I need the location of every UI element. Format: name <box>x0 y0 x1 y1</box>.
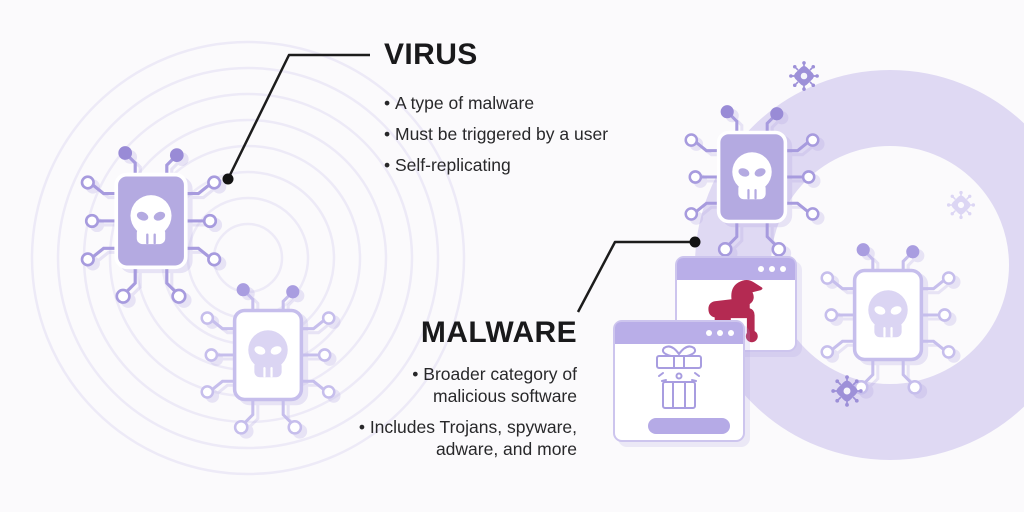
window-titlebar <box>677 258 795 280</box>
malware-section: MALWARE Broader category of malicious so… <box>327 318 577 470</box>
browser-window-gift <box>613 320 745 442</box>
virus-section: VIRUS A type of malware Must be triggere… <box>384 40 664 181</box>
gift-window-button[interactable] <box>648 418 730 434</box>
window-control-dot <box>728 330 734 336</box>
gift-box-icon <box>656 345 702 409</box>
window-control-dot <box>706 330 712 336</box>
window-control-dot <box>780 266 786 272</box>
virus-bullet: Self-replicating <box>384 150 664 181</box>
callout-point-dot <box>689 236 701 248</box>
window-titlebar <box>615 322 743 344</box>
window-control-dot <box>717 330 723 336</box>
malware-bullet: Broader category of malicious software <box>349 364 577 407</box>
virus-title: VIRUS <box>384 38 478 71</box>
virus-bullet: Must be triggered by a user <box>384 119 664 150</box>
malware-title: MALWARE <box>420 316 577 349</box>
virus-bullet-list: A type of malware Must be triggered by a… <box>384 88 664 181</box>
callout-point-dot <box>222 173 234 185</box>
window-control-dot <box>769 266 775 272</box>
malware-bullet: Includes Trojans, spyware, adware, and m… <box>349 417 577 460</box>
virus-bullet: A type of malware <box>384 88 664 119</box>
malware-bullet-list: Broader category of malicious software I… <box>349 364 577 470</box>
window-control-dot <box>758 266 764 272</box>
